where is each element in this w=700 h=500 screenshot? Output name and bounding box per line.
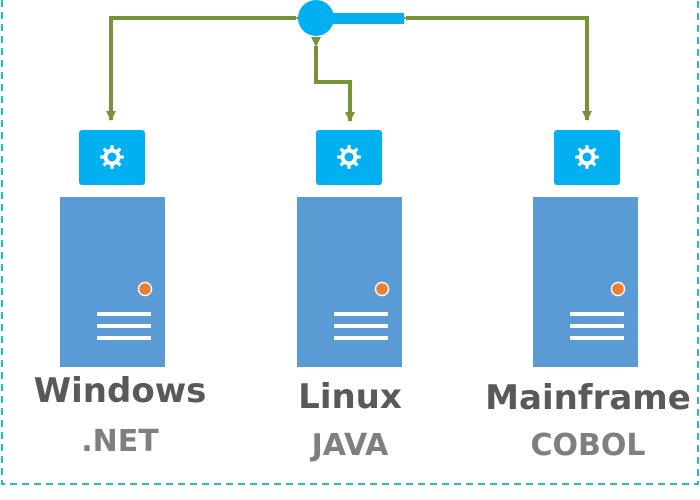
vent-line — [570, 336, 624, 340]
tech-label-mainframe: COBOL — [530, 428, 646, 463]
vent-line — [97, 324, 151, 328]
connector-windows — [106, 13, 305, 121]
os-label-mainframe: Mainframe — [485, 378, 691, 418]
vent-line — [97, 312, 151, 316]
server-mainframe — [533, 130, 638, 367]
gear-icon — [316, 130, 382, 185]
server-linux — [297, 130, 402, 367]
gear-hole — [344, 152, 354, 162]
gear-hole — [107, 152, 117, 162]
connector-linux — [311, 37, 355, 122]
server-body — [297, 197, 402, 367]
power-indicator — [610, 281, 626, 297]
os-label-linux: Linux — [298, 377, 402, 417]
vent-line — [334, 336, 388, 340]
vent-line — [334, 312, 388, 316]
vent-line — [570, 324, 624, 328]
hub-bus-bar — [316, 13, 404, 24]
vent-line — [334, 324, 388, 328]
hub-node-icon — [298, 0, 404, 36]
servers — [60, 130, 638, 367]
server-tower-icon — [60, 197, 165, 367]
gear-hole — [582, 152, 592, 162]
server-tower-icon — [297, 197, 402, 367]
server-body — [60, 197, 165, 367]
gear-icon — [554, 130, 620, 185]
tech-label-windows: .NET — [81, 424, 159, 459]
frame-border — [1, 0, 699, 485]
server-windows — [60, 130, 165, 367]
vent-line — [570, 312, 624, 316]
connectors — [106, 13, 592, 122]
server-body — [533, 197, 638, 367]
gear-icon — [79, 130, 145, 185]
connector-mainframe — [397, 13, 592, 121]
power-indicator — [137, 281, 153, 297]
power-indicator — [374, 281, 390, 297]
server-tower-icon — [533, 197, 638, 367]
os-label-windows: Windows — [33, 371, 207, 411]
vent-line — [97, 336, 151, 340]
tech-label-linux: JAVA — [311, 428, 389, 463]
